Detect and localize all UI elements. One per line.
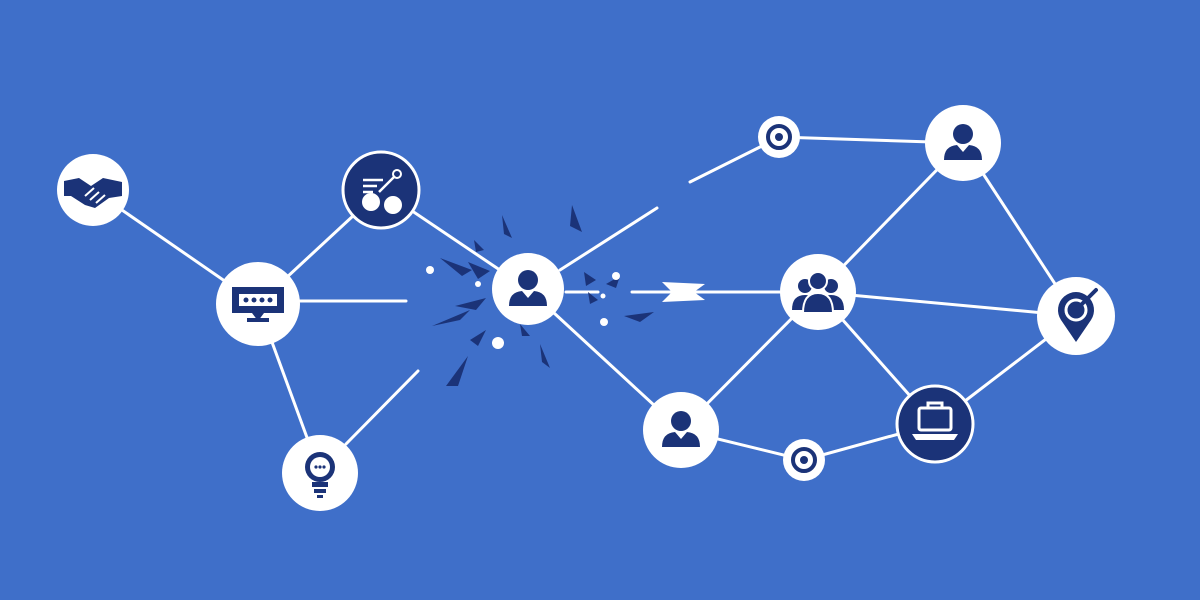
lightbulb-icon-base [314, 489, 326, 493]
dollar-sign-glyph [367, 195, 375, 209]
finance-icon-lines [363, 178, 383, 194]
target-ring-icon-center [775, 133, 783, 141]
node-team[interactable] [780, 254, 856, 330]
handshake-icon-shape [64, 178, 122, 208]
broken-link-segment [558, 206, 659, 272]
shard [432, 310, 470, 326]
lightbulb-icon [305, 452, 335, 498]
lightbulb-icon-dot [314, 465, 318, 469]
lightbulb-icon-dot [318, 465, 322, 469]
lightbulb-icon-dot [322, 465, 326, 469]
shatter-fragments [426, 205, 654, 386]
node-center-person[interactable] [492, 253, 564, 325]
broken-link-segment [688, 145, 762, 184]
finance-dollar-icon [362, 169, 402, 214]
target-ring-icon-outer [791, 447, 817, 473]
shard-dot [492, 337, 504, 349]
shard [470, 330, 486, 346]
dollar-sign-glyph [389, 198, 397, 212]
chat-bubble-icon-dot [243, 297, 249, 303]
user-icon-body [662, 432, 700, 447]
shard [502, 215, 512, 238]
chat-bubble-icon [232, 287, 284, 322]
finance-icon-node [392, 169, 402, 179]
shard-dot [475, 281, 481, 287]
broken-link-segment [344, 369, 420, 446]
link-team-location [816, 290, 1078, 318]
node-target-bottom[interactable] [783, 439, 825, 481]
node-idea[interactable] [282, 435, 358, 511]
shard [624, 312, 654, 322]
laptop-icon-handle [926, 401, 944, 408]
chat-bubble-icon-dot [251, 297, 257, 303]
node-location[interactable] [1037, 277, 1115, 355]
shard [440, 258, 472, 276]
location-pin-icon-ring [1064, 298, 1088, 322]
node-target-top[interactable] [758, 116, 800, 158]
target-ring-icon [791, 447, 817, 473]
shard [584, 272, 596, 286]
user-icon-head [953, 124, 973, 144]
user-icon [944, 124, 982, 160]
user-icon [509, 270, 547, 306]
node-chat[interactable] [216, 262, 300, 346]
shard [520, 324, 530, 336]
broken-link-idea-center-person [344, 369, 420, 446]
shard [540, 344, 550, 368]
chat-bubble-icon-dot [267, 297, 273, 303]
user-icon-body [509, 291, 547, 306]
node-finance[interactable] [341, 150, 421, 230]
nodes [57, 105, 1115, 511]
shard-dot [600, 293, 606, 299]
target-ring-icon [766, 124, 792, 150]
location-pin-icon-pointer [1076, 288, 1098, 310]
shard-dot [426, 266, 434, 274]
user-icon [662, 411, 700, 447]
user-icon-body [944, 145, 982, 160]
chat-bubble-icon-dot [259, 297, 265, 303]
broken-connector-icon [662, 282, 705, 302]
shard [588, 292, 598, 304]
laptop-icon-screen [917, 406, 953, 432]
shard [455, 298, 486, 310]
shard [474, 240, 484, 252]
user-icon-head [671, 411, 691, 431]
broken-link-center-person-target-top [558, 145, 762, 272]
finance-icon-trend [378, 175, 396, 193]
team-icon [792, 271, 844, 314]
chat-bubble-icon-base [247, 318, 269, 322]
team-icon-head [808, 271, 828, 291]
laptop-icon-base [912, 434, 958, 440]
shard-dot [612, 272, 620, 280]
node-person-bottom[interactable] [643, 392, 719, 468]
target-ring-icon-outer [766, 124, 792, 150]
lightbulb-icon-tip [317, 495, 323, 498]
user-icon-head [518, 270, 538, 290]
shard [468, 262, 490, 279]
chat-bubble-icon-inner [239, 294, 277, 306]
shard-dot [600, 318, 608, 326]
handshake-icon [64, 178, 122, 208]
shard [446, 356, 468, 386]
node-laptop[interactable] [895, 384, 975, 464]
node-person-top[interactable] [925, 105, 1001, 181]
target-ring-icon-center [800, 456, 808, 464]
node-handshake[interactable] [57, 154, 129, 226]
shard [570, 205, 582, 232]
node-circle [895, 384, 975, 464]
team-icon-body [801, 291, 835, 314]
laptop-icon [912, 401, 958, 440]
location-pin-icon [1058, 288, 1098, 342]
lightbulb-icon-base [312, 482, 328, 487]
handshake-icon-fingers [84, 187, 106, 204]
